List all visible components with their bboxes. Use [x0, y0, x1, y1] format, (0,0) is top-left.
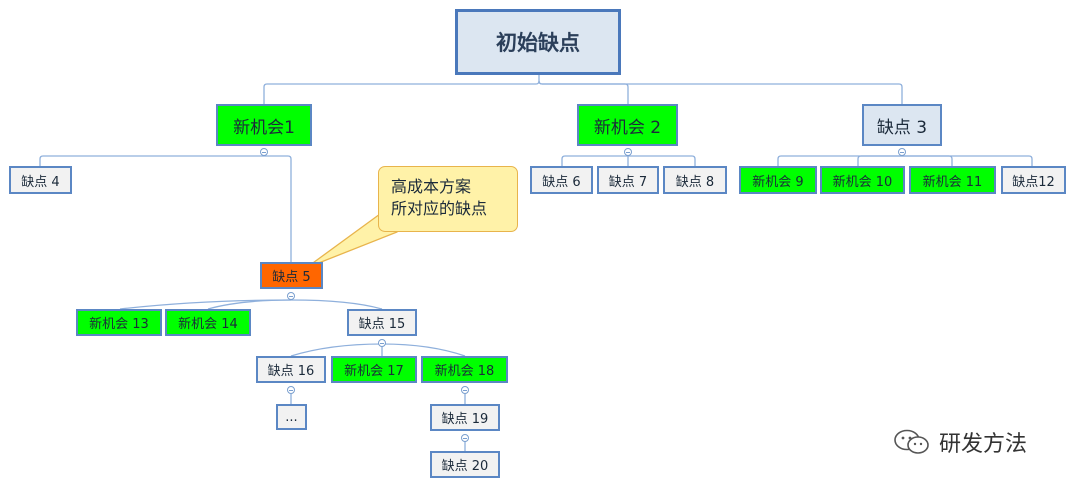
watermark: 研发方法	[893, 426, 1027, 458]
node-defect-19[interactable]: 缺点 19	[430, 404, 500, 431]
collapse-toggle-icon[interactable]	[260, 148, 268, 156]
node-opportunity-14[interactable]: 新机会 14	[165, 309, 251, 336]
node-defect-6[interactable]: 缺点 6	[530, 166, 593, 194]
collapse-toggle-icon[interactable]	[287, 386, 295, 394]
node-opportunity-17[interactable]: 新机会 17	[331, 356, 417, 383]
node-opportunity-2[interactable]: 新机会 2	[577, 104, 678, 146]
collapse-toggle-icon[interactable]	[624, 148, 632, 156]
node-defect-12[interactable]: 缺点12	[1001, 166, 1066, 194]
node-opportunity-9[interactable]: 新机会 9	[739, 166, 817, 194]
node-defect-4[interactable]: 缺点 4	[9, 166, 72, 194]
callout-note: 高成本方案 所对应的缺点	[378, 166, 518, 232]
collapse-toggle-icon[interactable]	[287, 292, 295, 300]
node-defect-15[interactable]: 缺点 15	[347, 309, 417, 336]
node-defect-8[interactable]: 缺点 8	[663, 166, 727, 194]
node-opportunity-10[interactable]: 新机会 10	[820, 166, 905, 194]
callout-line-1: 高成本方案	[391, 177, 472, 196]
collapse-toggle-icon[interactable]	[461, 434, 469, 442]
collapse-toggle-icon[interactable]	[378, 339, 386, 347]
node-defect-7[interactable]: 缺点 7	[597, 166, 659, 194]
node-ellipsis[interactable]: ...	[276, 404, 307, 430]
node-opportunity-18[interactable]: 新机会 18	[421, 356, 508, 383]
node-opportunity-11[interactable]: 新机会 11	[909, 166, 996, 194]
node-defect-20[interactable]: 缺点 20	[430, 451, 500, 478]
callout-line-2: 所对应的缺点	[391, 199, 488, 218]
node-defect-16[interactable]: 缺点 16	[256, 356, 326, 383]
node-defect-3[interactable]: 缺点 3	[862, 104, 942, 146]
watermark-text: 研发方法	[939, 432, 1028, 457]
root-node[interactable]: 初始缺点	[455, 9, 621, 75]
collapse-toggle-icon[interactable]	[898, 148, 906, 156]
wechat-icon	[894, 429, 929, 454]
collapse-toggle-icon[interactable]	[461, 386, 469, 394]
node-defect-5[interactable]: 缺点 5	[260, 262, 323, 289]
node-opportunity-1[interactable]: 新机会1	[216, 104, 312, 146]
node-opportunity-13[interactable]: 新机会 13	[76, 309, 162, 336]
